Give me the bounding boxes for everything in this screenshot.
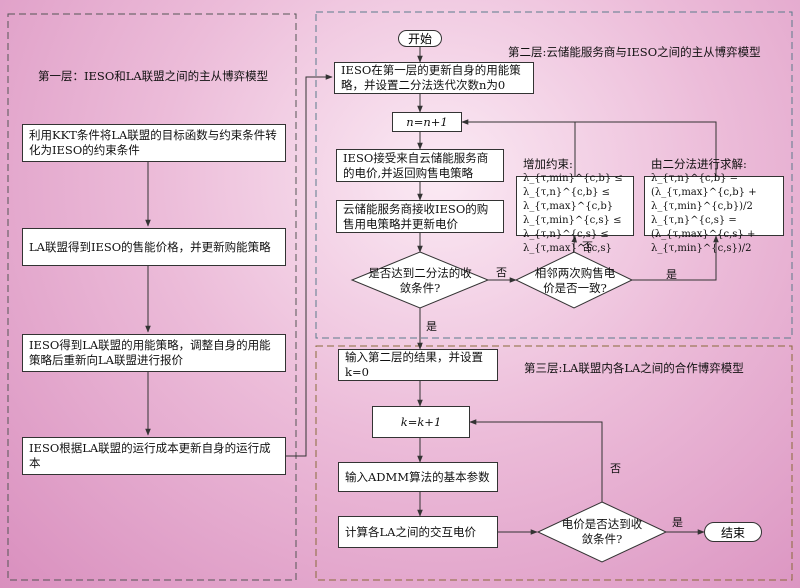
constraint-formula-2: λ_{τ,min}^{c,s} ≤ λ_{τ,n}^{c,s} ≤ λ_{τ,m… bbox=[523, 214, 622, 254]
diamond-converge-2 bbox=[350, 251, 490, 309]
layer2-title: 第二层:云储能服务商与IESO之间的主从博弈模型 bbox=[508, 45, 761, 59]
diamond-consistent bbox=[514, 251, 634, 309]
box-update-price: 云储能服务商接收IESO的购售用电策略并更新电价 bbox=[336, 200, 504, 233]
arrow-consistent-bisect bbox=[632, 235, 719, 281]
box-receive-price: IESO接受来自云储能服务商的电价,并返回购售电策略 bbox=[336, 149, 504, 182]
start-terminal: 开始 bbox=[398, 30, 442, 47]
layer1-title: 第一层：IESO和LA联盟之间的主从博弈模型 bbox=[38, 69, 269, 83]
diamond-converge-3-text: 电价是否达到收敛条件? bbox=[561, 517, 643, 546]
layer1-box-kkt: 利用KKT条件将LA联盟的目标函数与约束条件转化为IESO的约束条件 bbox=[22, 124, 286, 162]
label-no-consistent: 否 bbox=[582, 240, 593, 253]
bisection-formula-1: λ_{τ,n}^{c,b} = (λ_{τ,max}^{c,b} + λ_{τ,… bbox=[651, 172, 757, 212]
arrow-consistent-constraint bbox=[571, 235, 577, 252]
layer3-title: 第三层:LA联盟内各LA之间的合作博弈模型 bbox=[524, 361, 744, 375]
end-terminal: 结束 bbox=[704, 522, 762, 542]
bisection-title: 由二分法进行求解: bbox=[651, 156, 747, 171]
diamond-converge-3 bbox=[536, 501, 668, 563]
box-init: IESO在第一层的更新自身的用能策略，并设置二分法迭代次数n为0 bbox=[334, 62, 534, 94]
layer1-frame bbox=[7, 13, 297, 581]
bisection-formula-2: λ_{τ,n}^{c,s} = (λ_{τ,max}^{c,s} + λ_{τ,… bbox=[651, 214, 756, 254]
layer2-frame bbox=[315, 11, 793, 339]
box-add-constraint: 增加约束: λ_{τ,min}^{c,b} ≤ λ_{τ,n}^{c,b} ≤ … bbox=[516, 157, 634, 254]
layer1-box-ieso-cost: IESO根据LA联盟的运行成本更新自身的运行成本 bbox=[22, 437, 286, 475]
label-no-converge-3: 否 bbox=[610, 462, 621, 475]
label-yes-consistent: 是 bbox=[666, 268, 677, 281]
constraint-title: 增加约束: bbox=[523, 156, 573, 171]
arrow-l1-to-l2 bbox=[286, 74, 333, 457]
layer3-frame bbox=[315, 345, 793, 581]
box-bisection: 由二分法进行求解: λ_{τ,n}^{c,b} = (λ_{τ,max}^{c,… bbox=[644, 157, 784, 254]
layer1-box-ieso-quote: IESO得到LA联盟的用能策略，调整自身的用能策略后重新向LA联盟进行报价 bbox=[22, 334, 286, 372]
diamond-converge-2-text: 是否达到二分法的收敛条件? bbox=[368, 266, 472, 295]
box-n-increment: n=n+1 bbox=[392, 112, 462, 132]
diamond-consistent-text: 相邻两次购售电价是否一致? bbox=[534, 266, 616, 295]
box-compute-price: 计算各LA之间的交互电价 bbox=[338, 516, 498, 548]
box-k-increment: k=k+1 bbox=[372, 406, 470, 438]
constraint-formula-1: λ_{τ,min}^{c,b} ≤ λ_{τ,n}^{c,b} ≤ λ_{τ,m… bbox=[523, 172, 623, 212]
label-yes-converge-3: 是 bbox=[672, 516, 683, 529]
label-yes-converge-2: 是 bbox=[426, 320, 437, 333]
box-input-layer2-result: 输入第二层的结果，并设置k=0 bbox=[338, 349, 498, 381]
label-no-converge-2: 否 bbox=[496, 266, 507, 279]
layer1-box-la-price: LA联盟得到IESO的售能价格，并更新购能策略 bbox=[22, 228, 286, 266]
arrow-bisect-loop bbox=[575, 121, 717, 176]
box-admm-params: 输入ADMM算法的基本参数 bbox=[338, 462, 498, 492]
arrow-converge-loop bbox=[469, 419, 603, 502]
